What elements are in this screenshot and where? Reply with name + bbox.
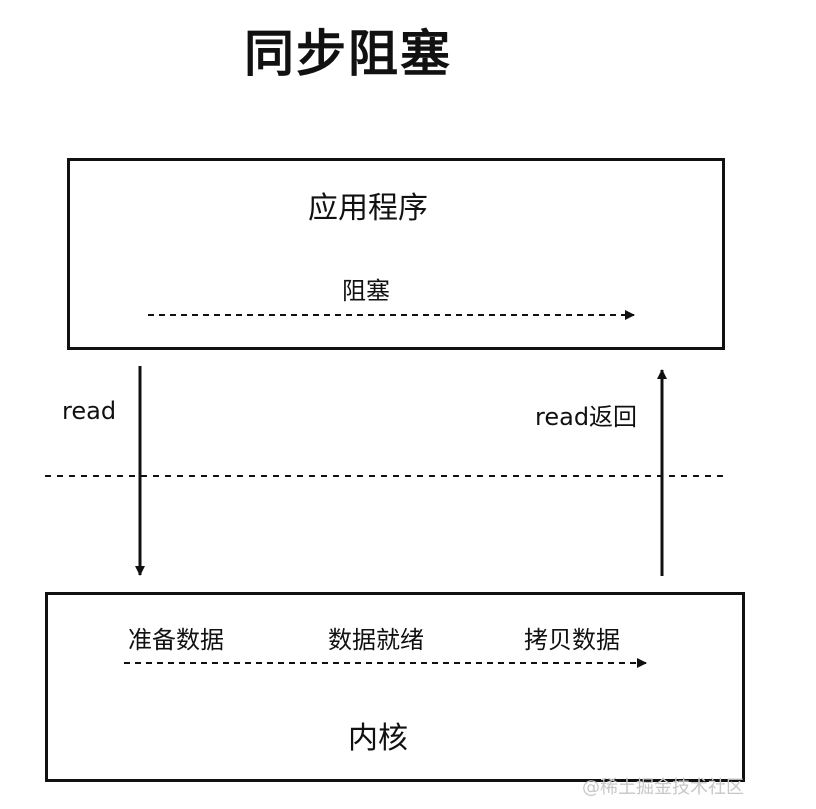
step-copy-data: 拷贝数据: [524, 626, 620, 654]
diagram-title: 同步阻塞: [244, 25, 452, 83]
read-return-label: read返回: [535, 403, 638, 431]
application-title: 应用程序: [308, 191, 428, 226]
step-prepare-data: 准备数据: [128, 626, 224, 654]
kernel-title: 内核: [348, 721, 408, 756]
watermark: @稀土掘金技术社区: [582, 777, 744, 798]
blocked-label: 阻塞: [342, 277, 390, 305]
step-data-ready: 数据就绪: [328, 626, 424, 654]
kernel-box: 准备数据 数据就绪 拷贝数据 内核: [45, 592, 745, 782]
read-call-label: read: [62, 397, 117, 425]
application-box: 应用程序 阻塞: [67, 158, 725, 350]
